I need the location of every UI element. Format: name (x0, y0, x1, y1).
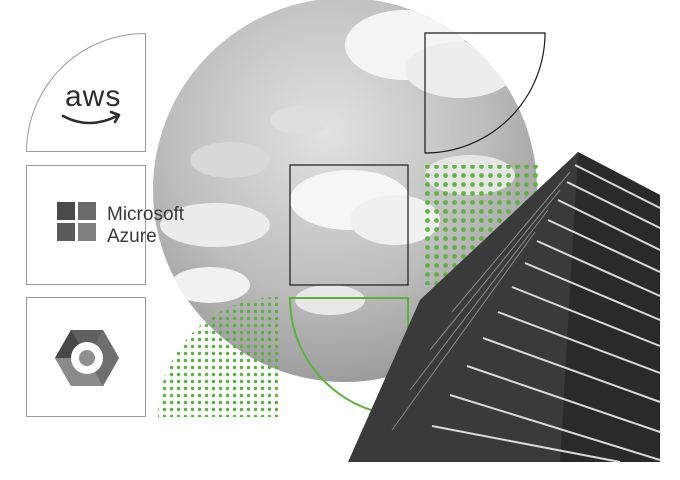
outline-square (289, 164, 409, 286)
skyscraper (348, 152, 661, 463)
google-cloud-logo-tile (26, 297, 146, 417)
google-cloud-hexagon-icon (55, 330, 119, 386)
clouds (160, 10, 515, 315)
microsoft-windows-squares-icon (57, 202, 96, 241)
aws-smile-arrow-icon (61, 110, 121, 125)
azure-line-microsoft: Microsoft (107, 204, 185, 225)
microsoft-azure-logo-tile: Microsoft Azure (26, 165, 184, 285)
outline-quarter-top (424, 32, 546, 154)
green-dot-quarter (158, 297, 278, 417)
azure-line-azure: Azure (107, 226, 157, 247)
aws-logo-tile: aws (26, 33, 146, 152)
microsoft-azure-logo-text: Microsoft Azure (107, 204, 184, 248)
aws-logo-text: aws (65, 80, 122, 113)
